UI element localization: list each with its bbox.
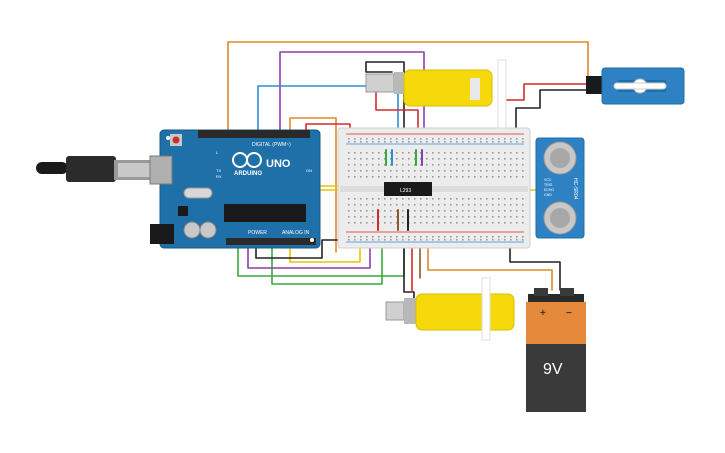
wire-blue-top[interactable] [257, 85, 399, 166]
l-label: L [216, 150, 219, 155]
breadboard-jumpers [377, 149, 423, 231]
usb-cable [36, 156, 160, 182]
breadboard[interactable] [337, 127, 531, 249]
arduino-board[interactable]: ARDUINO UNO DIGITAL (PWM~) TX RX L ON PO… [149, 129, 321, 249]
battery-voltage: 9V [543, 361, 563, 378]
sensor-pin-gnd: GND [544, 193, 552, 197]
wire-black-servo[interactable] [515, 89, 601, 151]
power-label: POWER [248, 230, 267, 236]
wire-green-b[interactable] [271, 227, 383, 285]
analog-label: ANALOG IN [282, 230, 310, 236]
wire-orange-servo[interactable] [227, 41, 589, 133]
rx-label: RX [216, 174, 222, 179]
battery-plus: + [540, 308, 546, 319]
tx-label: TX [216, 168, 221, 173]
wire-orange-mid[interactable] [289, 117, 337, 253]
arduino-model: UNO [266, 158, 291, 170]
dc-motor-bottom[interactable] [385, 277, 515, 341]
battery-9v[interactable]: + − 9V [526, 288, 586, 412]
wire-black-b[interactable] [255, 231, 347, 259]
sensor-model: HC-SR04 [572, 178, 578, 200]
wire-black-motor2[interactable] [403, 231, 415, 301]
chip-label: L293 [400, 188, 411, 194]
digital-label: DIGITAL (PWM~) [252, 142, 291, 148]
dc-motor-top[interactable] [365, 59, 507, 129]
sensor-pin-vcc: VCC [544, 178, 552, 182]
arduino-brand: ARDUINO [234, 171, 262, 177]
wire-orange-battery[interactable] [427, 231, 553, 291]
l293-chip[interactable]: L293 [384, 182, 432, 196]
servo-motor[interactable] [586, 67, 685, 105]
wire-purple-motor1[interactable] [279, 51, 425, 166]
on-label: ON [306, 168, 312, 173]
ultrasonic-sensor[interactable]: VCC TRIG ECHO GND HC-SR04 [535, 137, 585, 239]
sensor-pin-echo: ECHO [544, 188, 554, 192]
sensor-pin-trig: TRIG [544, 183, 553, 187]
battery-minus: − [566, 308, 572, 319]
